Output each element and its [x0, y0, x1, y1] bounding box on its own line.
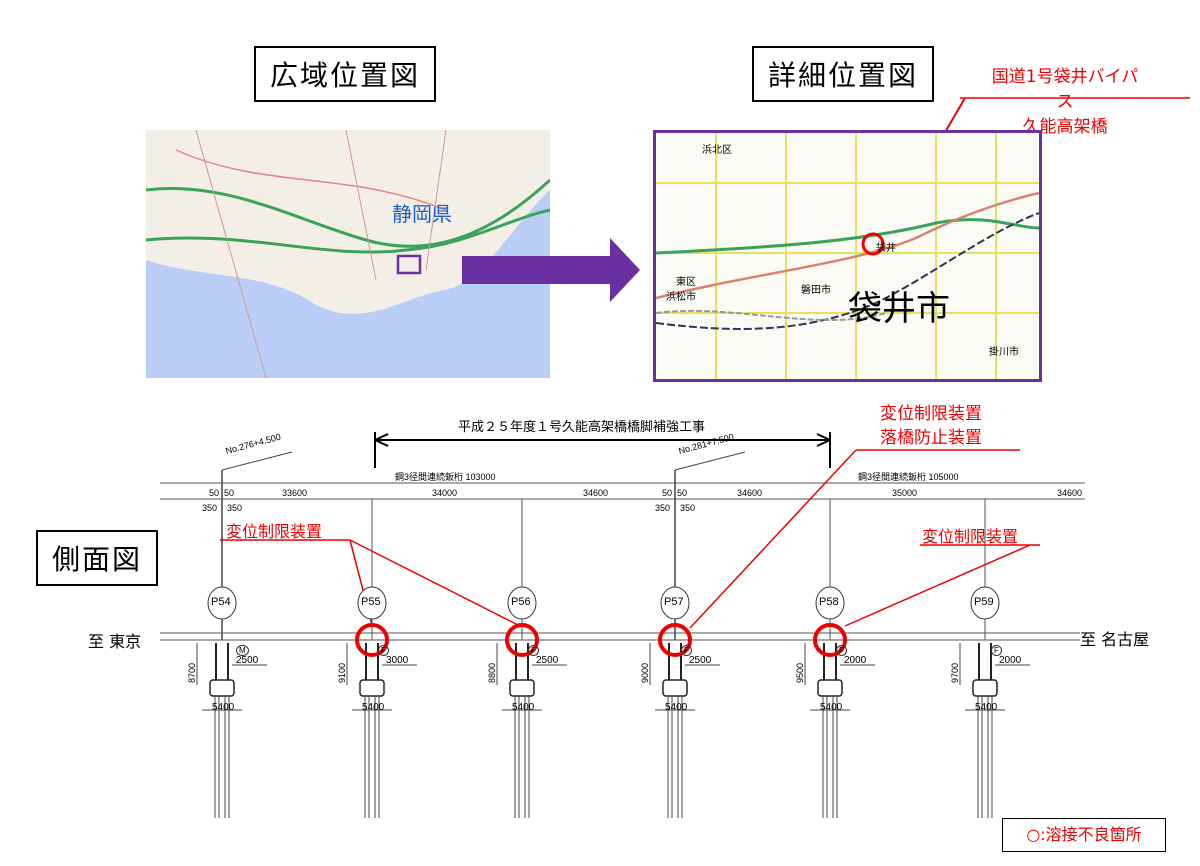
detail-map: 浜北区 東区 浜松市 磐田市 掛川市 袋井 袋井市 [653, 130, 1042, 382]
device-top-callout: 変位制限装置 落橋防止装置 [880, 402, 982, 450]
footing-width: 5400 [212, 702, 235, 713]
weld-defect-marker [355, 623, 389, 657]
project-title: 平成２５年度１号久能高架橋橋脚補強工事 [458, 420, 706, 435]
dimension-label: 350 [202, 503, 218, 513]
pier-label: P58 [819, 596, 839, 608]
drawing-line [221, 451, 293, 471]
pier-height: 9000 [640, 662, 651, 684]
dimension-label: 50 [677, 488, 688, 498]
pier-footing [972, 679, 998, 697]
drawing-line [674, 451, 746, 471]
legend-box: ○:溶接不良箇所 [1002, 818, 1166, 852]
dimension-label: 350 [227, 503, 243, 513]
pier-height: 8800 [487, 662, 498, 684]
weld-defect-marker [505, 623, 539, 657]
detail-map-title: 詳細位置図 [752, 46, 935, 102]
map-label: 東区 [676, 277, 696, 288]
pier-height: 9700 [950, 662, 961, 684]
direction-right: 至 名古屋 [1080, 630, 1150, 649]
wide-map-title: 広域位置図 [254, 46, 437, 102]
footing-width: 5400 [665, 702, 688, 713]
footing-width: 5400 [362, 702, 385, 713]
pier-label: P57 [664, 596, 684, 608]
pier-footing [209, 679, 235, 697]
footing-width: 5400 [512, 702, 535, 713]
callout-line1: 変位制限装置 [880, 404, 982, 424]
bearing-type: F [378, 645, 389, 656]
pier-label: P54 [211, 596, 231, 608]
pier-marker [660, 586, 690, 620]
pier-marker [207, 586, 237, 620]
dimension-label: 50 [662, 488, 673, 498]
side-view-title: 側面図 [36, 530, 159, 586]
pier-width: 2000 [999, 655, 1022, 666]
dimension-label: 鋼3径間連続鈑桁 103000 [395, 472, 496, 482]
pier-marker [970, 586, 1000, 620]
bearing-type: M [236, 645, 249, 656]
drawing-line [374, 439, 389, 447]
dimension-label: 350 [655, 503, 671, 513]
pier-label: P56 [511, 596, 531, 608]
dimension-label: 34000 [432, 488, 458, 498]
pier-footing [359, 679, 385, 697]
map-label: 掛川市 [989, 347, 1019, 358]
drawing-line [816, 439, 831, 447]
map-label: 磐田市 [801, 285, 831, 296]
dimension-label: 34600 [737, 488, 763, 498]
weld-defect-marker [658, 623, 692, 657]
dimension-label: 34600 [583, 488, 609, 498]
callout-line1: 国道1号袋井バイパス [991, 67, 1139, 112]
dimension-label: 34600 [1057, 488, 1083, 498]
callout-leader [689, 449, 857, 629]
legend-text: ○:溶接不良箇所 [1026, 825, 1142, 844]
callout-leader [349, 539, 521, 627]
dimension-label: 50 [224, 488, 235, 498]
callout-line2: 久能高架橋 [1022, 117, 1108, 137]
bearing-type: F [991, 645, 1002, 656]
pier-marker [357, 586, 387, 620]
callout-line2: 落橋防止装置 [880, 428, 982, 448]
pier-width: 2000 [844, 655, 867, 666]
pier-width: 2500 [236, 655, 259, 666]
dimension-label: 35000 [892, 488, 918, 498]
map-label: 袋井 [876, 243, 896, 254]
direction-left: 至 東京 [88, 632, 142, 651]
device-left-callout: 変位制限装置 [226, 522, 323, 541]
pier-height: 8700 [187, 662, 198, 684]
pier-label: P55 [361, 596, 381, 608]
pier-marker [815, 586, 845, 620]
drawing-line [374, 433, 389, 441]
dimension-label: 鋼3径間連続鈑桁 105000 [858, 472, 959, 482]
bearing-type: F [836, 645, 847, 656]
bearing-type: F [528, 645, 539, 656]
map-label: 浜松市 [666, 292, 696, 303]
pier-marker [507, 586, 537, 620]
prefecture-label: 静岡県 [392, 202, 452, 226]
pier-height: 9100 [337, 662, 348, 684]
weld-defect-marker [813, 623, 847, 657]
city-label: 袋井市 [848, 289, 950, 329]
footing-width: 5400 [975, 702, 998, 713]
dimension-label: 50 [209, 488, 220, 498]
callout-leader [844, 544, 1031, 627]
drawing-line [816, 433, 831, 441]
device-right-callout: 変位制限装置 [922, 527, 1019, 546]
pier-height: 9500 [795, 662, 806, 684]
pier-footing [817, 679, 843, 697]
dimension-label: 350 [680, 503, 696, 513]
footing-width: 5400 [820, 702, 843, 713]
pier-footing [662, 679, 688, 697]
bridge-name-callout: 国道1号袋井バイパス 久能高架橋 [985, 62, 1145, 137]
pier-footing [509, 679, 535, 697]
pier-label: P59 [974, 596, 994, 608]
bearing-type: F [681, 645, 692, 656]
pier-width: 2500 [689, 655, 712, 666]
pier-width: 2500 [536, 655, 559, 666]
pier-width: 3000 [386, 655, 409, 666]
map-label: 浜北区 [702, 145, 732, 156]
dimension-label: 33600 [282, 488, 308, 498]
